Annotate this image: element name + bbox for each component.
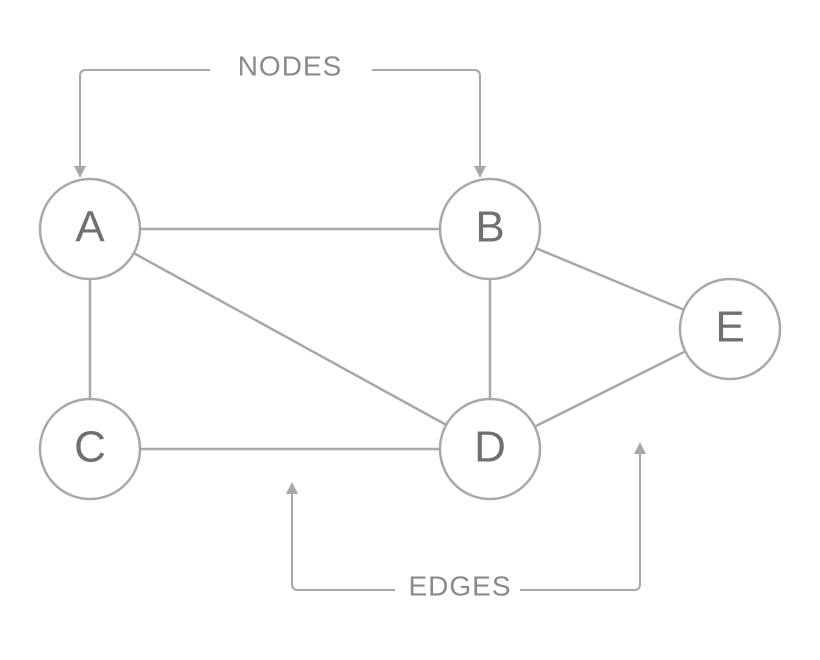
node-d: D: [438, 397, 542, 501]
edges-callout-left-line: [286, 482, 395, 591]
nodes-callout: NODES: [74, 51, 486, 178]
node-b: B: [438, 177, 542, 281]
nodes-callout-right-line: [372, 69, 486, 178]
node-label-d: D: [474, 423, 506, 472]
node-circle-e: [678, 277, 782, 381]
edges-callout-right-line: [520, 442, 646, 591]
node-c: C: [38, 397, 142, 501]
edges-callout: EDGES: [286, 442, 646, 602]
node-label-a: A: [75, 203, 105, 252]
node-label-c: C: [74, 423, 106, 472]
node-circle-a: [38, 177, 142, 281]
node-label-e: E: [715, 303, 744, 352]
edges-callout-label: EDGES: [408, 571, 511, 602]
node-a: A: [38, 177, 142, 281]
node-circle-b: [438, 177, 542, 281]
nodes-callout-left-line: [74, 69, 210, 178]
nodes-callout-label: NODES: [238, 51, 343, 82]
node-circle-d: [438, 397, 542, 501]
node-label-b: B: [475, 203, 504, 252]
node-e: E: [678, 277, 782, 381]
edge-d-e: [534, 350, 686, 428]
edge-b-e: [535, 247, 685, 311]
edge-a-d: [133, 252, 447, 426]
node-circle-c: [38, 397, 142, 501]
nodes-group: A B C D E: [38, 177, 782, 501]
edges-group: [88, 227, 686, 451]
